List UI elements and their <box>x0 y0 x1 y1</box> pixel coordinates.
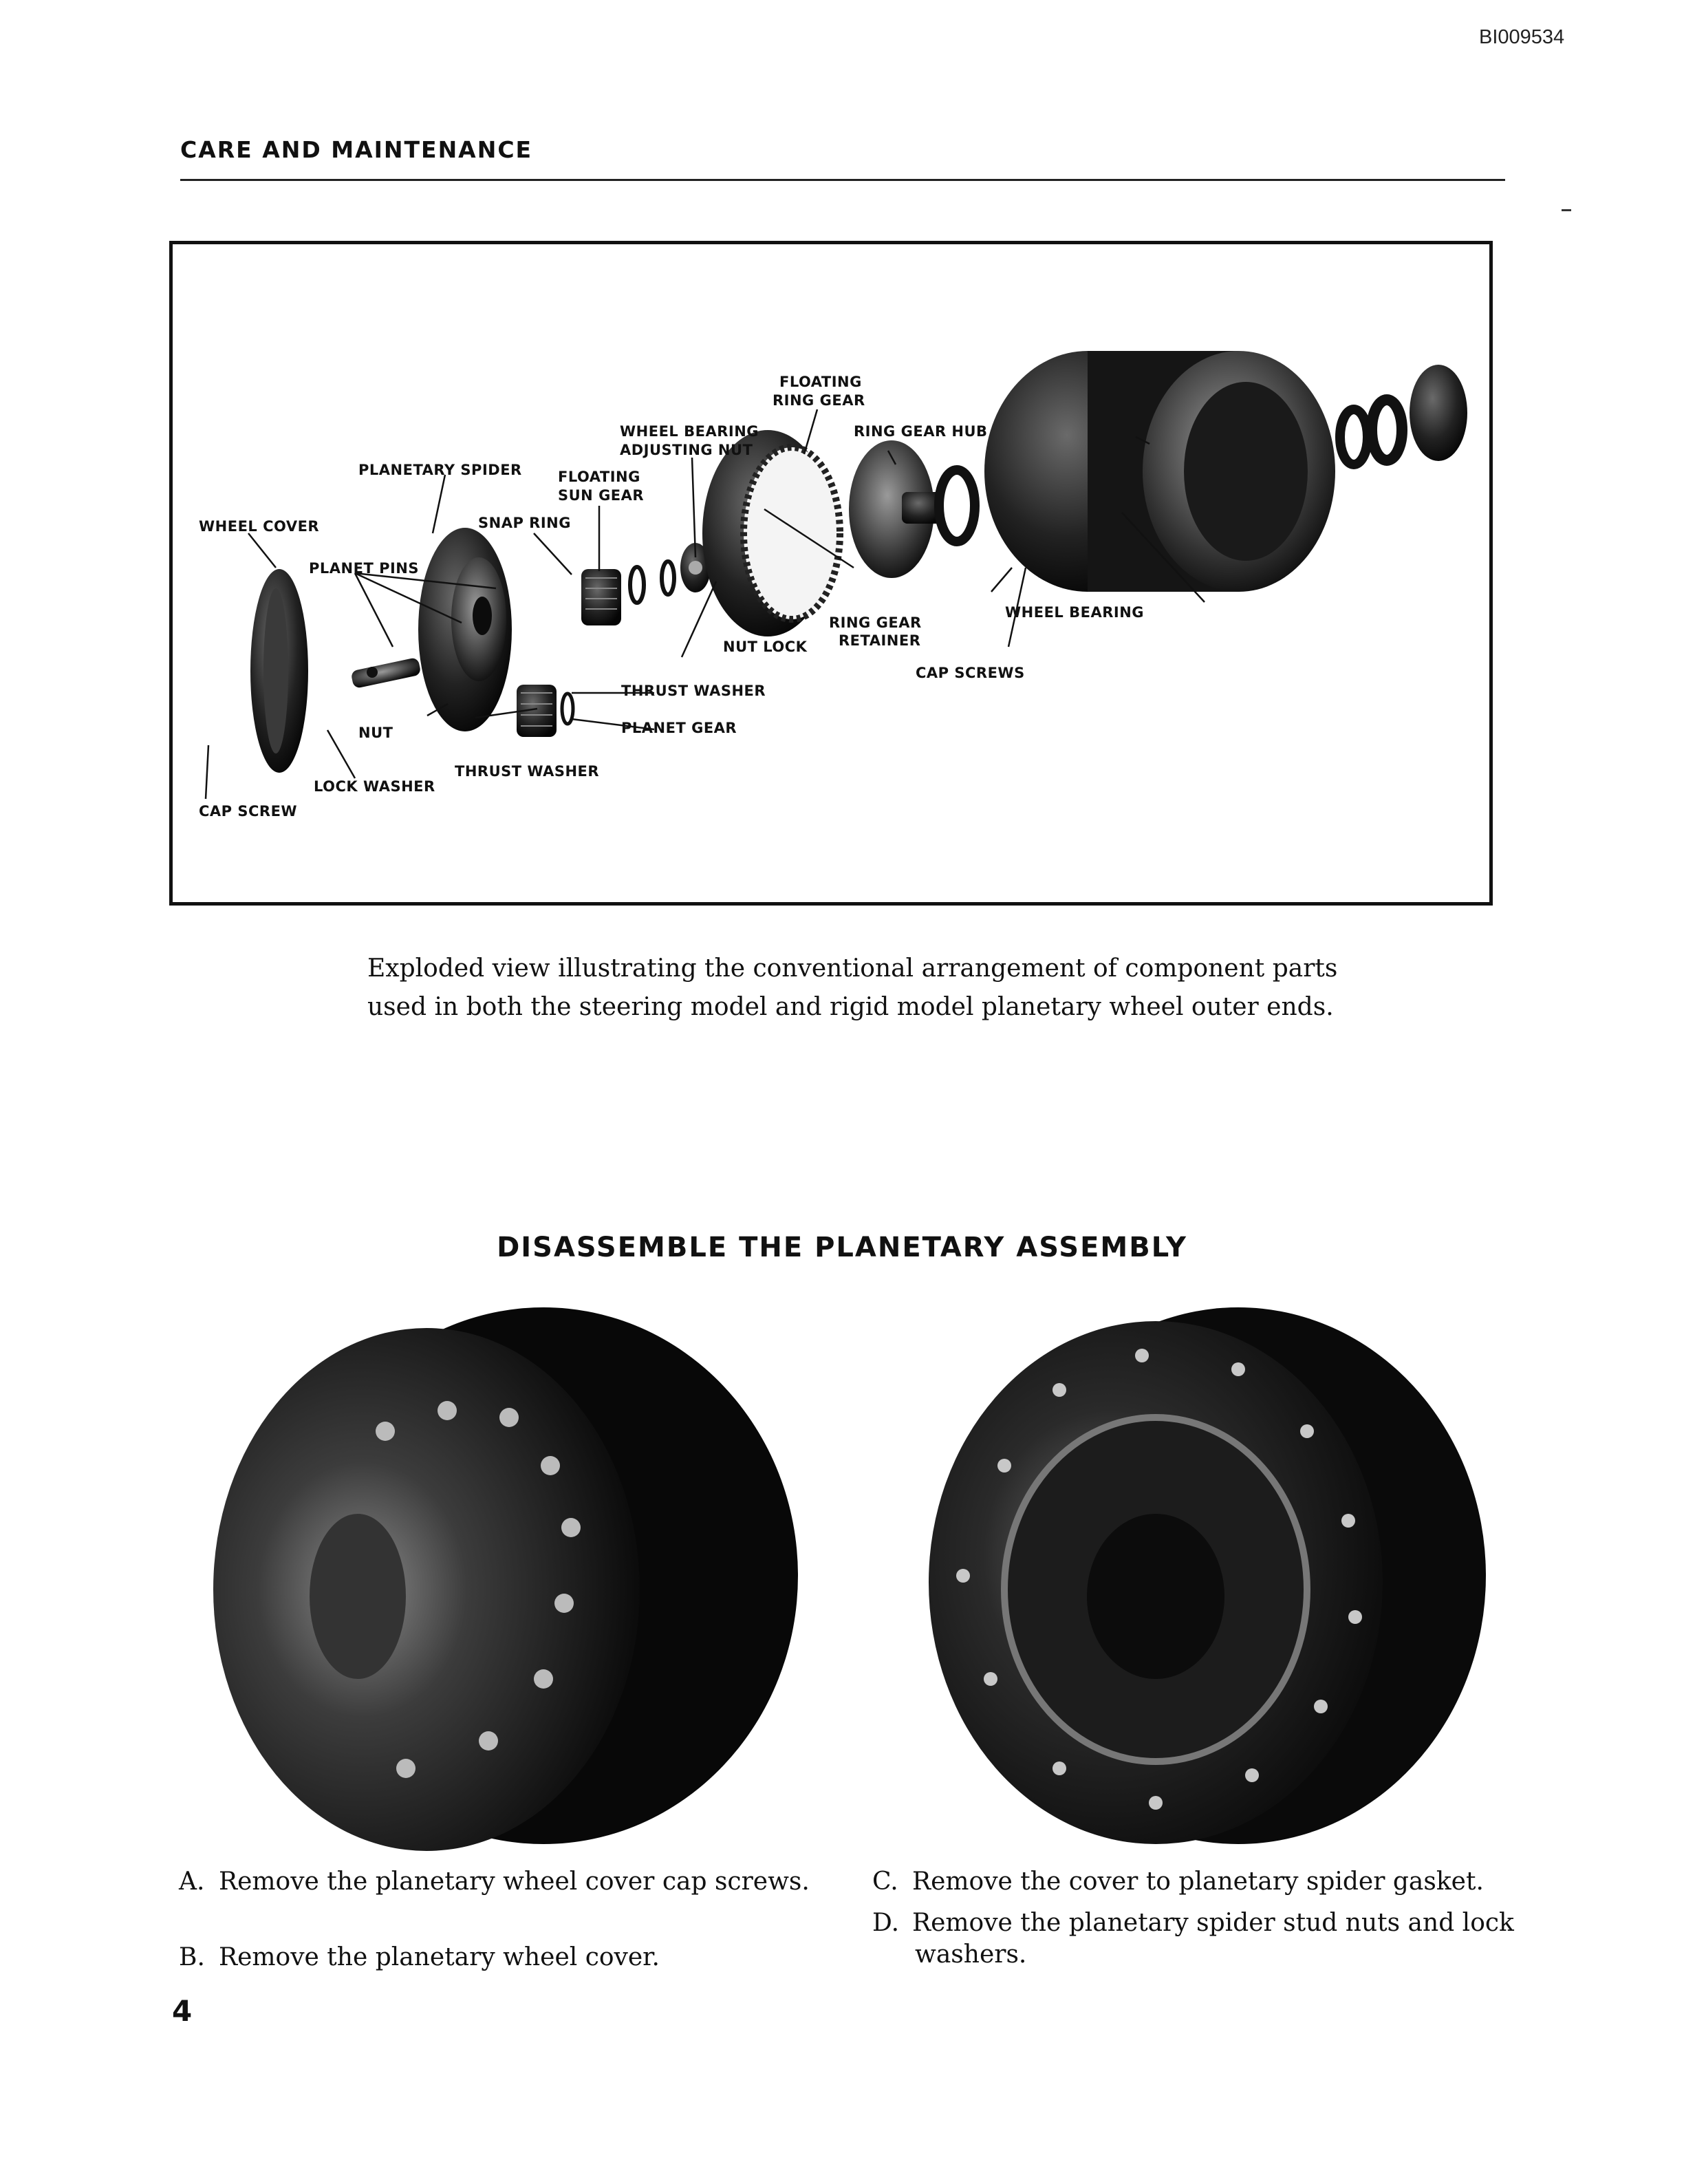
label-thrust-washer-upper: THRUST WASHER <box>621 683 766 699</box>
floating-sun-gear-part <box>581 569 621 625</box>
ring-gear-hub-part <box>849 440 980 578</box>
figure-caption: Exploded view illustrating the conventio… <box>367 954 1338 1021</box>
photo-planetary-spider <box>929 1307 1486 1844</box>
label-cap-screw: CAP SCREW <box>199 803 297 820</box>
label-snap-ring: SNAP RING <box>478 515 571 531</box>
exploded-view-illustration: FLOATING RING GEAR WHEEL BEARING ADJUSTI… <box>199 351 1467 820</box>
step-b-text: Remove the planetary wheel cover. <box>219 1943 660 1971</box>
page-number: 4 <box>172 1994 193 2028</box>
label-cap-screws: CAP SCREWS <box>916 665 1025 681</box>
header-rule <box>180 179 1505 181</box>
step-b-letter: B. <box>179 1943 205 1971</box>
step-c-text: Remove the cover to planetary spider gas… <box>912 1867 1484 1896</box>
floating-ring-gear-part <box>702 430 843 636</box>
label-planet-pins: PLANET PINS <box>309 560 419 577</box>
label-floating-ring-gear-1: FLOATING <box>779 374 862 390</box>
margin-mark <box>1562 209 1571 211</box>
exploded-view-figure: FLOATING RING GEAR WHEEL BEARING ADJUSTI… <box>169 241 1493 906</box>
label-floating-sun-gear-1: FLOATING <box>558 469 640 485</box>
label-floating-sun-gear-2: SUN GEAR <box>558 487 644 504</box>
label-nut-lock: NUT LOCK <box>723 639 808 655</box>
wheel-bearing-part <box>1335 365 1467 469</box>
leader-lines <box>204 409 1205 800</box>
label-planet-gear: PLANET GEAR <box>621 720 737 736</box>
label-wheel-cover: WHEEL COVER <box>199 518 319 535</box>
label-wheel-bearing: WHEEL BEARING <box>1005 604 1144 621</box>
step-d: D. Remove the planetary spider stud nuts … <box>872 1907 1519 1971</box>
label-wheel-bearing-adjusting-nut-1: WHEEL BEARING <box>620 423 759 440</box>
step-d-text-2: washers. <box>915 1940 1027 1969</box>
step-b: B. Remove the planetary wheel cover. <box>179 1942 660 1973</box>
photo-planetary-wheel-cover <box>213 1307 798 1851</box>
label-lock-washer: LOCK WASHER <box>314 778 435 795</box>
step-a: A. Remove the planetary wheel cover cap s… <box>179 1866 810 1898</box>
wheel-cover-part <box>250 569 308 773</box>
planet-pins-part <box>352 658 420 688</box>
document-id: BI009534 <box>1479 26 1565 48</box>
label-ring-gear-retainer-2: RETAINER <box>839 632 920 649</box>
label-ring-gear-retainer-1: RING GEAR <box>829 614 922 631</box>
label-thrust-washer-lower: THRUST WASHER <box>455 763 599 780</box>
planetary-spider-part <box>418 528 512 731</box>
label-floating-ring-gear-2: RING GEAR <box>773 392 865 409</box>
step-c-letter: C. <box>872 1867 898 1896</box>
label-nut: NUT <box>358 725 393 741</box>
step-a-letter: A. <box>179 1867 205 1896</box>
wheel-hub-part <box>984 351 1335 592</box>
section-header: CARE AND MAINTENANCE <box>180 136 533 163</box>
section-title: DISASSEMBLE THE PLANETARY ASSEMBLY <box>497 1232 1187 1263</box>
step-c: C. Remove the cover to planetary spider g… <box>872 1866 1484 1898</box>
step-d-letter: D. <box>872 1909 900 1937</box>
snap-ring-and-nut-part <box>628 543 711 605</box>
label-ring-gear-hub: RING GEAR HUB <box>854 423 988 440</box>
planet-gear-part <box>517 685 575 737</box>
label-wheel-bearing-adjusting-nut-2: ADJUSTING NUT <box>620 442 753 458</box>
label-planetary-spider: PLANETARY SPIDER <box>358 462 522 478</box>
step-a-text: Remove the planetary wheel cover cap scr… <box>219 1867 810 1896</box>
step-d-text-1: Remove the planetary spider stud nuts an… <box>912 1909 1514 1937</box>
